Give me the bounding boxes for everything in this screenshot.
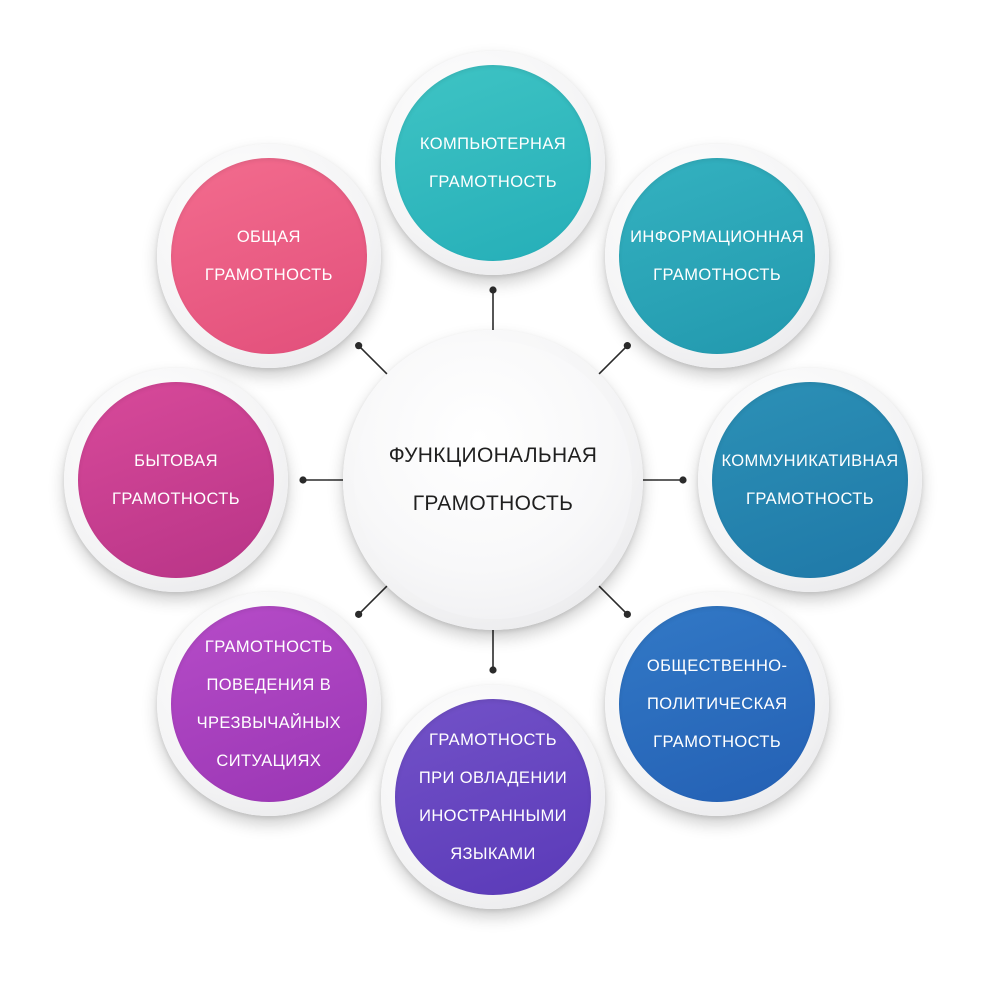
- node-emergency-line-3: ЧРЕЗВЫЧАЙНЫХ: [196, 714, 342, 733]
- connector-dot-socio-political: [623, 610, 631, 618]
- node-general-line-2: ГРАМОТНОСТЬ: [204, 265, 333, 284]
- node-socio-political: ОБЩЕСТВЕННО- ПОЛИТИЧЕСКАЯ ГРАМОТНОСТЬ: [605, 592, 830, 817]
- node-computer: КОМПЬЮТЕРНАЯ ГРАМОТНОСТЬ: [381, 51, 605, 275]
- node-general-line-1: ОБЩАЯ: [236, 227, 301, 246]
- center-node: ФУНКЦИОНАЛЬНАЯ ГРАМОТНОСТЬ: [343, 330, 643, 630]
- center-node-inner: ФУНКЦИОНАЛЬНАЯ ГРАМОТНОСТЬ: [354, 341, 632, 619]
- node-communicative-inner: КОММУНИКАТИВНАЯ ГРАМОТНОСТЬ: [712, 382, 908, 578]
- connector-dot-emergency: [355, 610, 363, 618]
- connector-dot-computer: [489, 286, 497, 294]
- node-emergency: ГРАМОТНОСТЬ ПОВЕДЕНИЯ В ЧРЕЗВЫЧАЙНЫХ СИТ…: [156, 592, 381, 817]
- node-computer-line-1: КОМПЬЮТЕРНАЯ: [419, 135, 567, 153]
- node-information-line-2: ГРАМОТНОСТЬ: [653, 265, 782, 284]
- node-communicative-line-2: ГРАМОТНОСТЬ: [746, 490, 874, 508]
- node-emergency-line-2: ПОВЕДЕНИЯ В: [206, 676, 332, 695]
- node-information: ИНФОРМАЦИОННАЯ ГРАМОТНОСТЬ: [605, 143, 830, 368]
- node-emergency-line-4: СИТУАЦИЯХ: [216, 752, 322, 771]
- node-foreign-languages-line-4: ЯЗЫКАМИ: [450, 845, 536, 863]
- node-emergency-inner: ГРАМОТНОСТЬ ПОВЕДЕНИЯ В ЧРЕЗВЫЧАЙНЫХ СИТ…: [170, 606, 367, 803]
- node-household-line-2: ГРАМОТНОСТЬ: [112, 490, 240, 508]
- node-communicative: КОММУНИКАТИВНАЯ ГРАМОТНОСТЬ: [698, 368, 922, 592]
- node-socio-political-line-1: ОБЩЕСТВЕННО-: [646, 657, 788, 676]
- node-computer-line-2: ГРАМОТНОСТЬ: [429, 173, 557, 191]
- connector-dot-communicative: [679, 476, 687, 484]
- node-foreign-languages: ГРАМОТНОСТЬ ПРИ ОВЛАДЕНИИ ИНОСТРАННЫМИ Я…: [381, 685, 605, 909]
- node-information-inner: ИНФОРМАЦИОННАЯ ГРАМОТНОСТЬ: [619, 157, 816, 354]
- node-general-inner: ОБЩАЯ ГРАМОТНОСТЬ: [170, 157, 367, 354]
- node-foreign-languages-line-3: ИНОСТРАННЫМИ: [419, 807, 567, 825]
- connector-dot-household: [299, 476, 307, 484]
- node-communicative-line-1: КОММУНИКАТИВНАЯ: [721, 452, 899, 470]
- node-socio-political-inner: ОБЩЕСТВЕННО- ПОЛИТИЧЕСКАЯ ГРАМОТНОСТЬ: [619, 606, 816, 803]
- node-socio-political-line-3: ГРАМОТНОСТЬ: [653, 733, 782, 752]
- node-foreign-languages-line-2: ПРИ ОВЛАДЕНИИ: [418, 769, 568, 787]
- center-line-2: ГРАМОТНОСТЬ: [412, 492, 574, 515]
- node-household: БЫТОВАЯ ГРАМОТНОСТЬ: [64, 368, 288, 592]
- connector-dot-foreign-languages: [489, 666, 497, 674]
- node-information-line-1: ИНФОРМАЦИОННАЯ: [630, 227, 805, 246]
- node-socio-political-line-2: ПОЛИТИЧЕСКАЯ: [646, 695, 788, 714]
- node-general: ОБЩАЯ ГРАМОТНОСТЬ: [156, 143, 381, 368]
- center-line-1: ФУНКЦИОНАЛЬНАЯ: [388, 444, 598, 467]
- node-emergency-line-1: ГРАМОТНОСТЬ: [204, 638, 333, 657]
- node-computer-inner: КОМПЬЮТЕРНАЯ ГРАМОТНОСТЬ: [395, 65, 591, 261]
- node-household-line-1: БЫТОВАЯ: [134, 452, 218, 470]
- node-foreign-languages-inner: ГРАМОТНОСТЬ ПРИ ОВЛАДЕНИИ ИНОСТРАННЫМИ Я…: [395, 699, 591, 895]
- node-household-inner: БЫТОВАЯ ГРАМОТНОСТЬ: [78, 382, 274, 578]
- connector-dot-information: [623, 342, 631, 350]
- connector-dot-general: [355, 342, 363, 350]
- node-foreign-languages-line-1: ГРАМОТНОСТЬ: [429, 731, 557, 749]
